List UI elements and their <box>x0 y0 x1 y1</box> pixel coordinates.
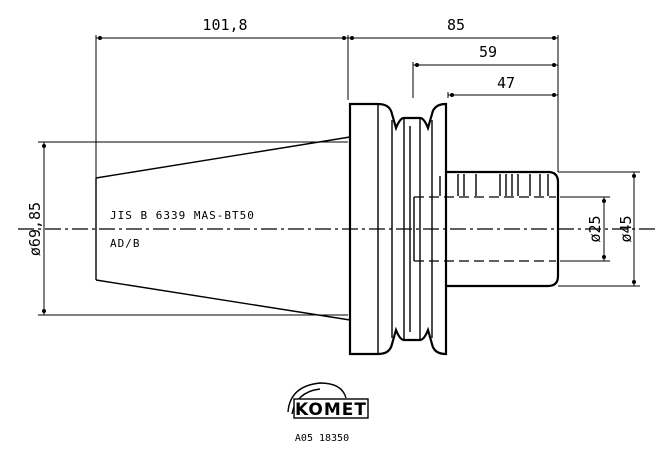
variant-note: AD/B <box>110 237 141 250</box>
flange <box>348 102 448 356</box>
dim-shank-59: 59 <box>479 43 497 61</box>
dim-flange-diameter: ø69,85 <box>26 202 44 256</box>
dimension-lines-top <box>96 36 558 97</box>
dim-overall-right: 85 <box>447 16 465 34</box>
taper-cone <box>95 136 351 321</box>
dim-shank-47: 47 <box>497 74 515 92</box>
brand-wordmark: KOMET <box>295 400 367 420</box>
dimension-lines-right <box>558 171 640 287</box>
part-number: A05 18350 <box>295 433 349 444</box>
dim-outer-diameter: ø45 <box>617 215 635 242</box>
extension-lines <box>95 35 559 178</box>
komet-logo: KOMET <box>287 382 369 420</box>
dim-taper-length: 101,8 <box>202 16 247 34</box>
dimension-line-left <box>38 141 348 316</box>
dim-bore-diameter: ø25 <box>586 215 604 242</box>
shank <box>413 170 560 288</box>
standard-note: JIS B 6339 MAS-BT50 <box>110 209 255 222</box>
shank-grooves <box>457 174 549 196</box>
